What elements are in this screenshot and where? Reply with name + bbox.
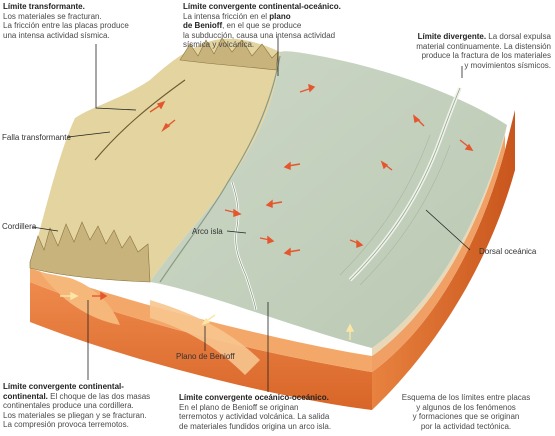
ccc-line-1: El choque de las dos masas: [47, 391, 151, 401]
magma-arrows: [60, 291, 355, 340]
oo-line-2: terremotos y actividad volcánica. La sal…: [179, 412, 330, 422]
trench-line: [159, 55, 281, 283]
oceanic-oceanic-text: Límite convergente oceánico-oceánico. En…: [179, 393, 331, 431]
ridge-mountains: [179, 37, 279, 71]
label-arco-isla: Arco isla: [192, 227, 223, 236]
label-falla-transformante: Falla transformante: [2, 133, 71, 142]
transform-line-2: La fricción entre las placas produce: [3, 21, 129, 31]
continent-surface: [30, 38, 280, 283]
oo-line-3: de materiales fundidos origina un arco i…: [179, 421, 332, 431]
ccc-title-2: continental.: [3, 391, 48, 401]
cordillera-mountains: [29, 221, 151, 283]
caption-line-1: Esquema de los límites entre placas: [401, 393, 531, 402]
div-line-3: produce la fractura de los materiales: [421, 51, 551, 61]
cc-line-3: la subducción, causa una intensa activid…: [183, 30, 336, 40]
cc-line-1: La intensa fricción en el: [183, 11, 268, 21]
caption-line-2: y algunos de los fenómenos: [416, 402, 516, 412]
transform-line-3: una intensa actividad sísmica.: [3, 30, 110, 40]
label-cordillera: Cordillera: [2, 222, 37, 231]
transform-fault-line: [94, 79, 186, 161]
cc-line-4: sísmica y volcánica.: [183, 40, 255, 50]
div-title: Límite divergente.: [417, 32, 487, 41]
divergent-text: Límite divergente. La dorsal expulsa mat…: [376, 32, 551, 70]
cc-line-2: , en el que se produce: [222, 21, 302, 31]
continental-continental-text: Límite convergente continental- continen…: [3, 382, 150, 430]
mantle-side-face: [372, 110, 515, 410]
div-line-1: La dorsal expulsa: [486, 32, 551, 41]
crust-side-band: [372, 135, 505, 372]
ccc-line-2: continentales produce una cordillera.: [3, 401, 134, 411]
div-line-2: material continuamente. La distensión: [416, 41, 551, 51]
ccc-line-4: La compresión provoca terremotos.: [3, 420, 129, 430]
ccc-line-3: Los materiales se pliegan y se fracturan…: [3, 410, 147, 420]
cc-title: Límite convergente continental-oceánico.: [183, 2, 341, 11]
mantle-front-face: [30, 282, 372, 410]
plate-motion-arrows: [92, 83, 474, 301]
transform-title: Límite transformante.: [3, 2, 85, 11]
transform-line-1: Los materiales se fracturan.: [3, 11, 102, 21]
oo-line-1: En el plano de Benioff se originan: [179, 402, 299, 412]
oo-title: Límite convergente oceánico-oceánico.: [179, 393, 329, 402]
div-line-4: y movimientos sísmicos.: [464, 60, 551, 70]
transform-boundary-text: Límite transformante. Los materiales se …: [3, 2, 129, 40]
cc-benioff: de Benioff: [183, 21, 223, 31]
continental-root: [40, 272, 120, 325]
label-plano-benioff: Plano de Benioff: [176, 352, 235, 361]
caption-line-4: por la actividad tectónica.: [420, 421, 512, 431]
ccc-title-1: Límite convergente continental-: [3, 382, 124, 391]
label-dorsal-oceanica: Dorsal oceánica: [479, 247, 537, 256]
figure-caption: Esquema de los límites entre placas y al…: [381, 393, 551, 431]
ocean-floor-surface: [150, 51, 507, 348]
leader-lines: [31, 36, 471, 392]
continental-oceanic-text: Límite convergente continental-oceánico.…: [183, 2, 341, 50]
cc-plano: plano: [269, 11, 291, 21]
caption-line-3: y formaciones que se originan: [412, 412, 520, 422]
